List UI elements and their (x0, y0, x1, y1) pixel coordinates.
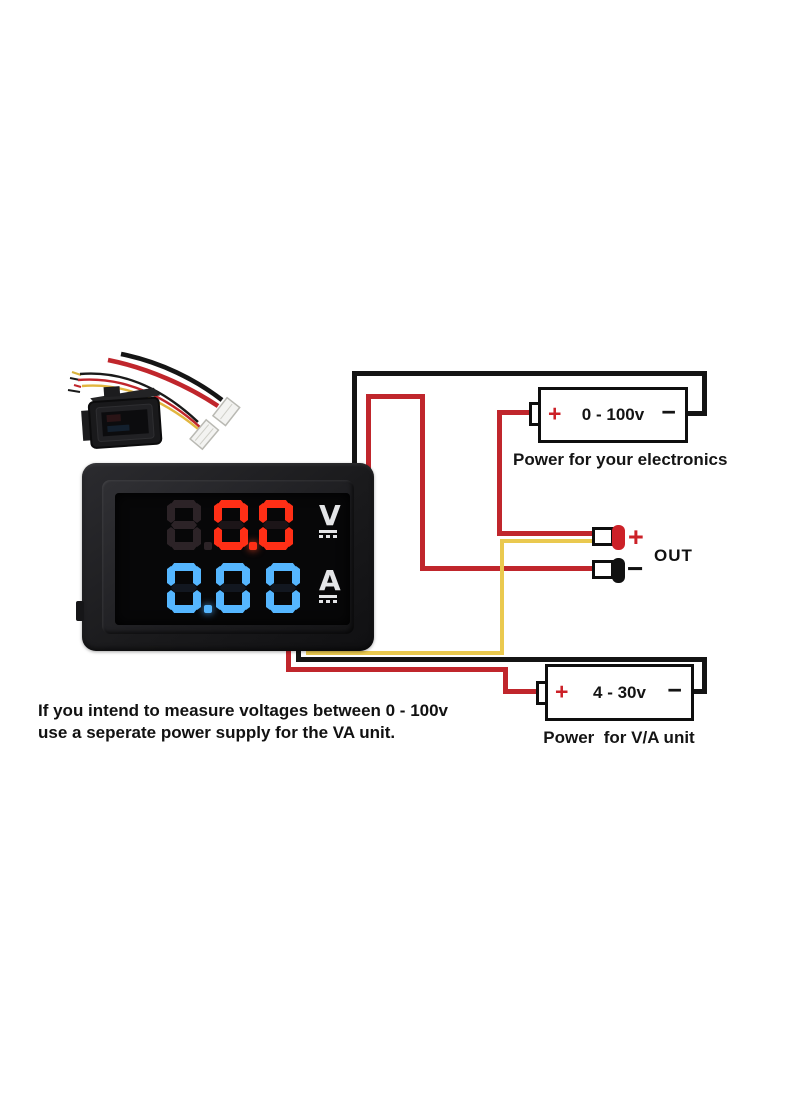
battery-plus-terminal-tab (529, 402, 541, 426)
note-line-1: If you intend to measure voltages betwee… (38, 701, 449, 720)
wire-sense-yellow-seg2 (500, 539, 504, 655)
wire-va-power-black-seg1 (296, 640, 301, 662)
wire-va-power-black-seg2 (296, 657, 707, 662)
wire-meter-vplus-red-seg4 (420, 566, 594, 571)
out-plus-cap (612, 525, 625, 550)
dc-symbol-dashed-line (319, 535, 337, 538)
wire-va-power-red-seg1 (286, 640, 291, 672)
wire-va-power-red-seg4 (503, 689, 539, 694)
wire-supply-red-seg1 (497, 410, 531, 415)
seven-segment-digit (259, 500, 293, 550)
battery-top-caption: Power for your electronics (513, 450, 728, 469)
plus-sign: + (555, 677, 569, 704)
seven-segment-digit (167, 563, 201, 613)
out-minus-terminal (592, 558, 625, 583)
note-line-2: use a seperate power supply for the VA u… (38, 723, 396, 742)
dc-symbol-dashed-line (319, 600, 337, 603)
minus-sign: − (661, 398, 676, 427)
wire-va-power-black-seg3 (702, 657, 707, 694)
out-minus-sign: − (627, 553, 644, 584)
wire-va-power-red-seg3 (503, 667, 508, 694)
wire-meter-power-black-seg4 (686, 411, 706, 416)
battery-bottom-caption: Power for V/A unit (543, 728, 695, 747)
meter-display-window (115, 493, 350, 625)
module-body (81, 386, 163, 449)
warning-note: If you intend to measure voltages betwee… (38, 700, 448, 744)
wire-meter-power-black-seg3 (702, 371, 707, 416)
minus-sign: − (667, 676, 682, 704)
decimal-point (203, 563, 213, 613)
volt-unit-label: V (319, 499, 359, 538)
decimal-point (248, 500, 258, 550)
wire-va-power-black-seg4 (692, 689, 707, 694)
seven-segment-digit (214, 500, 248, 550)
wire-meter-vplus-red-seg1 (366, 394, 371, 471)
out-plus-terminal (592, 525, 625, 550)
wire-va-power-red-seg2 (286, 667, 508, 672)
three-pin-connector (189, 418, 220, 451)
battery-voltage-label: 0 - 100v (581, 405, 645, 424)
wire-supply-red-seg3 (497, 531, 594, 536)
mounting-clip (76, 601, 84, 621)
out-minus-cap (612, 558, 625, 583)
wire-sense-yellow-seg1 (500, 539, 594, 543)
voltmeter-module-photo (67, 351, 241, 451)
plus-sign: + (548, 400, 562, 427)
amp-unit-letter: A (319, 564, 341, 597)
volt-ammeter-panel: V A (76, 463, 374, 651)
seven-segment-digit (216, 563, 250, 613)
wire-sense-yellow-seg3 (306, 651, 504, 655)
wire-meter-vplus-red-seg2 (366, 394, 425, 399)
decimal-point (203, 500, 213, 550)
battery-4-30v: + 4 - 30v − (536, 664, 694, 721)
seven-segment-digit (167, 500, 201, 550)
seven-segment-digit (266, 563, 300, 613)
product-photo (66, 342, 316, 472)
two-pin-connector (211, 396, 241, 427)
wire-meter-vplus-red-seg3 (420, 394, 425, 571)
battery-0-100v: + 0 - 100v − (529, 387, 688, 443)
battery-plus-terminal-tab (536, 681, 548, 705)
wire-meter-power-black-seg2 (352, 371, 707, 376)
amp-unit-label: A (319, 564, 359, 603)
volt-unit-letter: V (319, 499, 341, 532)
wire-meter-power-black-seg1 (352, 371, 357, 471)
battery-voltage-label: 4 - 30v (593, 682, 646, 702)
dc-symbol-solid-line (319, 595, 337, 598)
wire-supply-red-seg2 (497, 410, 502, 536)
out-plus-sign: + (628, 522, 644, 552)
out-label: OUT (654, 546, 693, 565)
dc-symbol-solid-line (319, 530, 337, 533)
